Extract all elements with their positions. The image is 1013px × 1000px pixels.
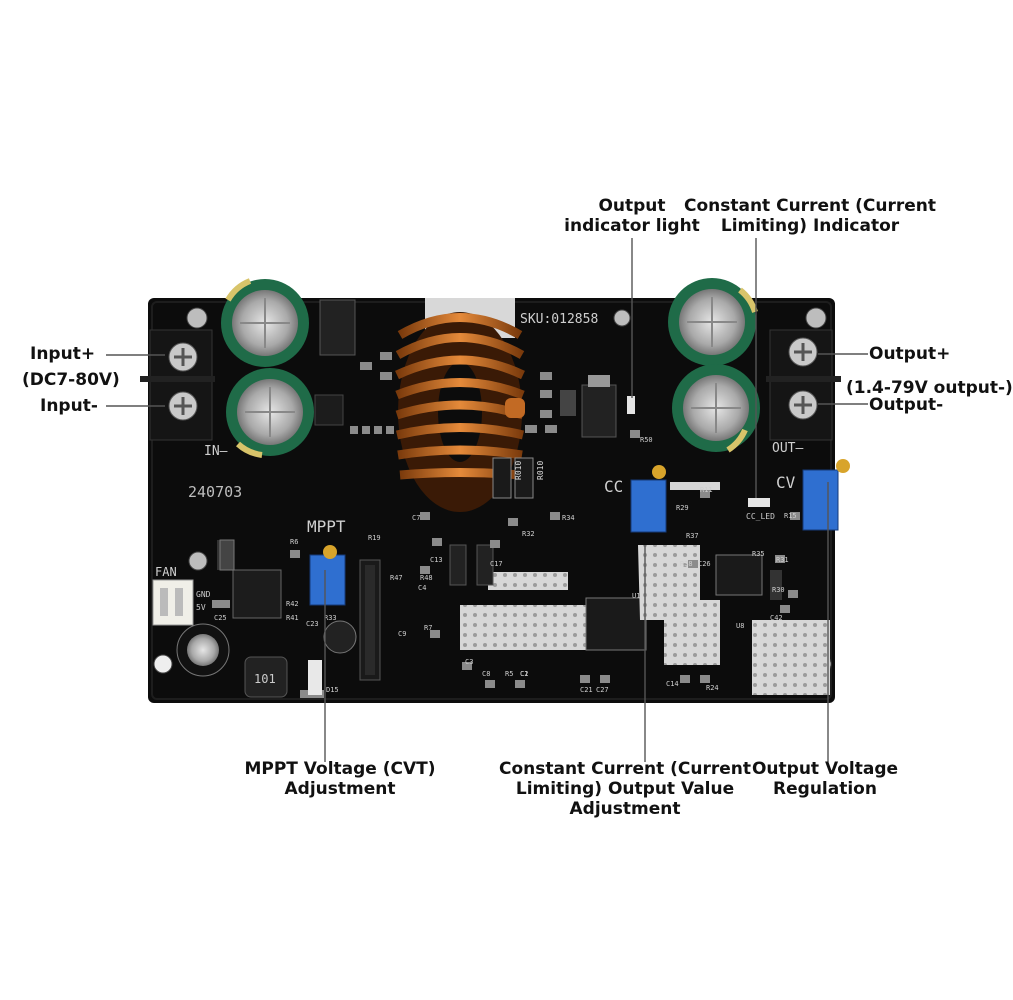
sense-resistor-b: R010 bbox=[536, 461, 545, 480]
output-plus-label: Output+ bbox=[869, 344, 951, 364]
cc-indicator-label: Constant Current (Current Limiting) Indi… bbox=[680, 196, 940, 236]
output-indicator-line2: indicator light bbox=[564, 216, 700, 236]
ref-designator: R34 bbox=[562, 514, 575, 522]
ref-designator: R48 bbox=[420, 574, 433, 582]
input-minus-label: Input- bbox=[40, 396, 98, 416]
cc-indicator-line2: Limiting) Indicator bbox=[720, 216, 900, 236]
ref-designator: R47 bbox=[390, 574, 403, 582]
input-range-label: (DC7-80V) bbox=[22, 370, 120, 390]
silk-cc: CC bbox=[604, 477, 623, 496]
ref-designator: C21 bbox=[580, 686, 593, 694]
ref-designator: D15 bbox=[326, 686, 339, 694]
cc-potentiometer bbox=[630, 465, 667, 533]
ref-designator: R7 bbox=[424, 624, 432, 632]
ref-designator: C17 bbox=[490, 560, 503, 568]
cc-adjust-line1: Constant Current (Current bbox=[498, 759, 752, 779]
ref-designator: C26 bbox=[698, 560, 711, 568]
ref-designator: R50 bbox=[640, 436, 653, 444]
ref-designator: R37 bbox=[686, 532, 699, 540]
ref-designator: C4 bbox=[418, 584, 426, 592]
small-inductor-label: 101 bbox=[254, 672, 276, 686]
ref-designator: R33 bbox=[324, 614, 337, 622]
silk-date: 240703 bbox=[188, 483, 242, 501]
cc-adjust-label: Constant Current (Current Limiting) Outp… bbox=[495, 759, 755, 819]
output-indicator-label: Output indicator light bbox=[552, 196, 712, 236]
output-indicator-line1: Output bbox=[598, 196, 666, 216]
ov-line1: Output Voltage bbox=[751, 759, 899, 779]
ref-designator: C9 bbox=[398, 630, 406, 638]
ref-designator: C8 bbox=[482, 670, 490, 678]
sense-resistor-a: R010 bbox=[514, 461, 523, 480]
ref-designator: C1 bbox=[520, 670, 528, 678]
ref-designator: R32 bbox=[522, 530, 535, 538]
output-range-label: (1.4-79V output-) bbox=[846, 378, 1013, 398]
mppt-line1: MPPT Voltage (CVT) bbox=[244, 759, 436, 779]
output-led bbox=[627, 396, 635, 414]
cc-indicator-line1: Constant Current (Current bbox=[683, 196, 937, 216]
ref-designator: C27 bbox=[596, 686, 609, 694]
cv-potentiometer bbox=[802, 459, 850, 531]
sku-text: SKU:012858 bbox=[520, 312, 598, 327]
ref-designator: C2 bbox=[520, 670, 528, 678]
ref-designator: R5 bbox=[505, 670, 513, 678]
ov-line2: Regulation bbox=[773, 779, 877, 799]
ref-designator: R38 bbox=[680, 560, 693, 568]
output-voltage-label: Output Voltage Regulation bbox=[750, 759, 900, 799]
silk-mppt: MPPT bbox=[307, 517, 346, 536]
cc-led bbox=[748, 498, 770, 507]
mppt-potentiometer bbox=[309, 545, 346, 606]
toroid-inductor bbox=[395, 312, 525, 512]
silk-out: OUT— bbox=[772, 441, 803, 456]
ref-designator: R15 bbox=[784, 512, 797, 520]
ref-designator: U1 bbox=[632, 592, 640, 600]
ref-designator: R19 bbox=[368, 534, 381, 542]
silk-in: IN— bbox=[204, 444, 228, 459]
silk-fan: FAN bbox=[155, 565, 177, 579]
ref-designator: R35 bbox=[752, 550, 765, 558]
ref-designator: C25 bbox=[214, 614, 227, 622]
ref-designator: R11 bbox=[700, 486, 713, 494]
ref-designator: R41 bbox=[286, 614, 299, 622]
silk-cc-led: CC_LED bbox=[746, 512, 775, 521]
output-capacitors bbox=[668, 278, 760, 453]
silk-cv: CV bbox=[776, 473, 796, 492]
ref-designator: U8 bbox=[736, 622, 744, 630]
ref-designator: R30 bbox=[772, 586, 785, 594]
ref-designator: R24 bbox=[706, 684, 719, 692]
output-terminal bbox=[766, 329, 841, 441]
ref-designator: C13 bbox=[430, 556, 443, 564]
input-terminal bbox=[140, 329, 215, 441]
input-capacitors bbox=[221, 278, 314, 458]
ref-designator: C3 bbox=[465, 658, 473, 666]
ref-designator: R6 bbox=[290, 538, 298, 546]
silk-gnd: GND bbox=[196, 590, 211, 599]
leader-lines bbox=[106, 238, 868, 762]
input-plus-label: Input+ bbox=[30, 344, 96, 364]
mppt-adjust-label: MPPT Voltage (CVT) Adjustment bbox=[240, 759, 440, 799]
ref-designator: C14 bbox=[666, 680, 679, 688]
ref-designator: R31 bbox=[776, 556, 789, 564]
ref-designator: R29 bbox=[676, 504, 689, 512]
ref-designator: C7 bbox=[412, 514, 420, 522]
mppt-line2: Adjustment bbox=[284, 779, 396, 799]
output-minus-label: Output- bbox=[869, 395, 944, 415]
ref-designator: C23 bbox=[306, 620, 319, 628]
fan-connector bbox=[152, 579, 194, 626]
cc-adjust-line2: Limiting) Output Value bbox=[515, 779, 735, 799]
cc-adjust-line3: Adjustment bbox=[569, 799, 681, 819]
ref-designator: C42 bbox=[770, 614, 783, 622]
ref-designator: R42 bbox=[286, 600, 299, 608]
silk-5v: 5V bbox=[196, 603, 206, 612]
